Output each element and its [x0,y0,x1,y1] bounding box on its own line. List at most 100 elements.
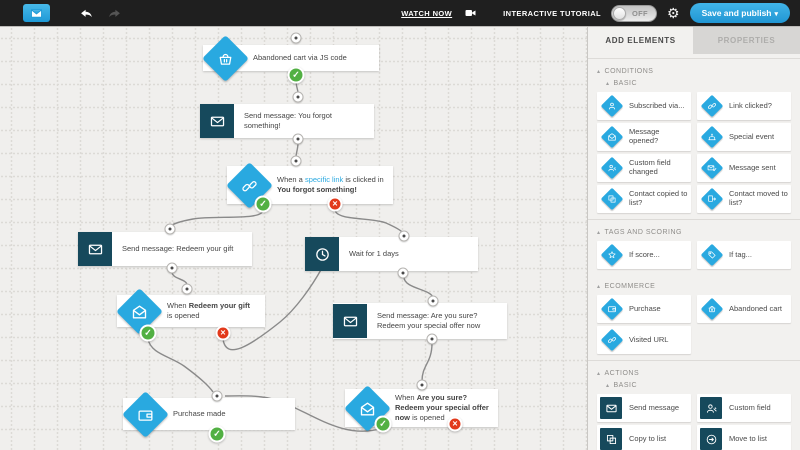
watch-now-link[interactable]: WATCH NOW [401,8,453,18]
sidebar-section-actions: ▴ACTIONS ▴BASIC Send message Custom fiel… [588,360,800,450]
wallet-icon [121,390,169,438]
connector-dot[interactable] [166,262,178,274]
element-item-move-to-list[interactable]: Move to list [697,425,791,450]
element-item-send-message[interactable]: Send message [597,394,691,422]
connector-path [334,209,404,234]
element-item-special-event[interactable]: Special event [697,123,791,151]
element-item-contact-moved-to-list[interactable]: Contact moved to list? [697,185,791,213]
success-port[interactable]: ✓ [287,66,305,84]
connector-dot[interactable] [292,91,304,103]
undo-icon [80,9,92,18]
copy-icon [608,195,616,203]
subsection-header[interactable]: ▴BASIC [606,80,638,87]
success-port[interactable]: ✓ [208,425,226,443]
element-item-custom-field[interactable]: Custom field [697,394,791,422]
tab-add-elements[interactable]: ADD ELEMENTS [588,27,693,54]
connector-dot[interactable] [292,133,304,145]
failure-port[interactable]: × [447,416,463,432]
tag-icon [699,242,725,268]
workflow-node-message-opened-are-you-sure[interactable]: When Are you sure? Redeem your special o… [343,384,498,432]
element-item-if-score[interactable]: If score... [597,241,691,269]
connector-dot[interactable] [290,32,302,44]
move-circle-icon [700,428,722,450]
connector-dot[interactable] [416,379,428,391]
workflow-node-send-message-redeem-gift[interactable]: Send message: Redeem your gift [78,232,252,266]
element-item-visited-url[interactable]: Visited URL [597,326,691,354]
element-item-custom-field-changed[interactable]: Custom field changed [597,154,691,182]
element-item-copy-to-list[interactable]: Copy to list [597,425,691,450]
element-item-message-sent[interactable]: Message sent [697,154,791,182]
collapse-icon: ▴ [597,284,601,290]
workflow-node-send-message-you-forgot[interactable]: Send message: You forgot something! [200,104,374,138]
element-item-subscribed-via[interactable]: Subscribed via... [597,92,691,120]
element-item-abandoned-cart[interactable]: Abandoned cart [697,295,791,323]
element-item-if-tag[interactable]: If tag... [697,241,791,269]
collapse-icon: ▴ [606,383,610,389]
collapse-icon: ▴ [597,230,601,236]
connector-dot[interactable] [426,333,438,345]
envelope-icon [78,232,112,266]
connector-wires [147,80,434,432]
section-header[interactable]: ▴CONDITIONS [597,68,654,75]
connector-dot[interactable] [290,155,302,167]
element-item-link-clicked[interactable]: Link clicked? [697,92,791,120]
toggle-knob [613,6,627,20]
wallet-icon [137,409,153,420]
failure-port[interactable]: × [327,196,343,212]
element-item-contact-copied-to-list[interactable]: Contact copied to list? [597,185,691,213]
section-header[interactable]: ▴TAGS AND SCORING [597,229,683,236]
sidebar-section-tags-and-scoring: ▴TAGS AND SCORING If score... If tag... [588,219,800,269]
connector-dot[interactable] [397,267,409,279]
sidebar-section-ecommerce: ▴ECOMMERCE Purchase Abandoned cart Visit… [597,275,791,354]
wallet-icon [599,296,625,322]
node-label: Send message: Are you sure? Redeem your … [377,311,481,330]
success-port[interactable]: ✓ [139,324,157,342]
app-logo[interactable] [23,4,50,22]
connector-path [421,342,433,382]
envelope-icon [343,316,357,326]
node-label: Send message: Redeem your gift [122,244,234,254]
section-header[interactable]: ▴ECOMMERCE [597,283,656,290]
workflow-node-send-message-are-you-sure[interactable]: Send message: Are you sure? Redeem your … [333,303,507,339]
element-item-purchase[interactable]: Purchase [597,295,691,323]
connector-dot[interactable] [181,283,193,295]
section-header[interactable]: ▴ACTIONS [597,370,640,377]
subsection-header[interactable]: ▴BASIC [606,382,638,389]
envelope-open-icon [360,401,374,415]
element-item-message-opened[interactable]: Message opened? [597,123,691,151]
envelope-open-icon [599,124,625,150]
envelope-open-icon [608,133,616,141]
toggle-state-label: OFF [632,8,648,18]
collapse-icon: ▴ [597,69,601,75]
tab-properties[interactable]: PROPERTIES [693,27,800,54]
connector-dot[interactable] [427,295,439,307]
save-and-publish-button[interactable]: Save and publish▾ [689,3,790,23]
workflow-node-purchase-made-condition[interactable]: Purchase made [121,390,295,438]
tutorial-toggle[interactable]: OFF [611,4,658,22]
redo-button[interactable] [104,4,124,22]
undo-button[interactable] [76,4,96,22]
connector-dot[interactable] [398,230,410,242]
sidebar-tabs: ADD ELEMENTS PROPERTIES [588,27,800,54]
success-port[interactable]: ✓ [374,415,392,433]
caret-down-icon: ▾ [774,11,778,18]
basket-icon [708,306,716,313]
node-label: Abandoned cart via JS code [253,53,347,63]
star-icon [608,251,616,259]
node-label: Send message: You forgot something! [244,111,332,130]
link-icon [599,327,625,353]
success-port[interactable]: ✓ [254,195,272,213]
copy-icon [599,186,625,212]
workflow-node-message-opened-redeem-gift[interactable]: When Redeem your gift is opened [115,287,265,335]
connector-dot[interactable] [211,390,223,402]
workflow-node-wait-node[interactable]: Wait for 1 days [305,237,478,271]
redo-icon [108,9,120,18]
node-label: When Are you sure? Redeem your special o… [395,393,489,422]
copy-icon [606,434,616,444]
settings-gear-icon[interactable]: ⚙ [667,5,680,21]
connector-dot[interactable] [164,223,176,235]
workflow-node-link-clicked-condition[interactable]: When a specific link is clicked in You f… [225,161,393,209]
failure-port[interactable]: × [215,325,231,341]
connector-path [147,338,214,393]
